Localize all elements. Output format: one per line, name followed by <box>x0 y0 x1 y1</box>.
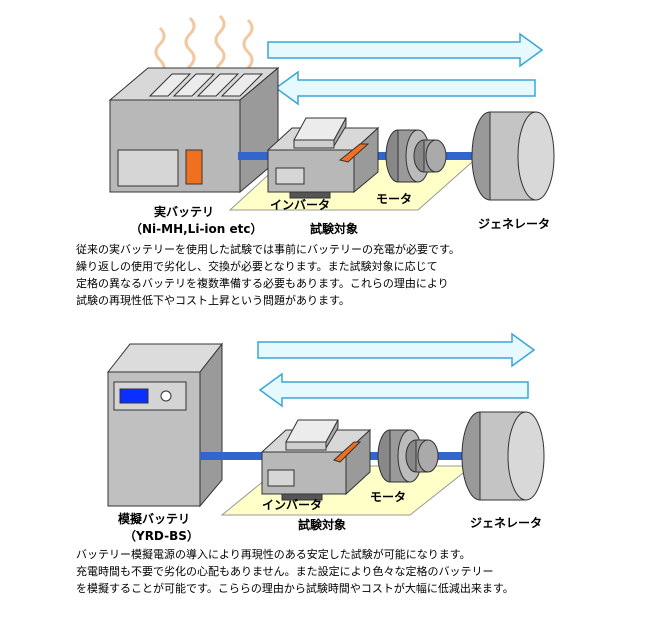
test-subject-label: 試験対象 <box>310 222 359 236</box>
description-line: バッテリー模擬電源の導入により再現性のある安定した試験が可能になります。 <box>76 548 471 561</box>
description-line: 従来の実バッテリーを使用した試験では事前にバッテリーの充電が必要です。 <box>76 243 460 256</box>
inverter <box>260 419 372 501</box>
inverter <box>266 117 380 199</box>
power-flow-arrow-right <box>267 32 544 68</box>
generator <box>461 411 545 501</box>
real-battery-illustration <box>108 14 555 211</box>
real-battery-label: 実バッテリ （Ni-MH,Li-ion etc） <box>130 205 263 236</box>
motor-label: モータ <box>376 192 413 206</box>
generator-label: ジェネレータ <box>470 516 543 530</box>
description-line: 繰り返しの使用で劣化し、交換が必要となります。また試験対象に応じて <box>76 260 438 273</box>
motor-label: モータ <box>370 490 407 504</box>
description-line: 充電時間も不要で劣化の心配もありません。また設定により色々な定格のバッテリー <box>76 565 494 578</box>
inverter-label: インバータ <box>270 198 331 212</box>
simulated-battery-diagram: 模擬バッテリ （YRD-BS） インバータ モータ 試験対象 ジェネレータ バッ… <box>0 320 649 625</box>
power-flow-arrow-right <box>257 332 536 368</box>
motor <box>385 129 447 183</box>
description-line: 定格の異なるバッテリを複数準備する必要もあります。これらの理由により <box>76 277 449 290</box>
motor <box>377 429 439 483</box>
real-battery <box>108 66 280 194</box>
simulated-battery-description: バッテリー模擬電源の導入により再現性のある安定した試験が可能になります。 充電時… <box>76 546 514 597</box>
battery-simulator-cabinet <box>106 342 224 508</box>
display-screen <box>119 388 149 404</box>
simulated-battery-illustration <box>106 332 545 516</box>
description-line: 試験の再現性低下やコスト上昇という問題があります。 <box>76 294 350 307</box>
simulated-battery-label: 模擬バッテリ （YRD-BS） <box>118 512 199 543</box>
power-flow-arrow-left <box>258 372 529 408</box>
description-line: を模擬することが可能です。こららの理由から試験時間やコストが大幅に低減出来ます。 <box>76 582 514 595</box>
real-battery-diagram: 実バッテリ （Ni-MH,Li-ion etc） インバータ モータ 試験対象 … <box>76 14 555 309</box>
control-knob-icon <box>160 390 172 402</box>
generator-label: ジェネレータ <box>478 217 551 231</box>
test-subject-label: 試験対象 <box>298 518 347 532</box>
power-flow-arrow-left <box>274 70 536 106</box>
inverter-label: インバータ <box>262 498 323 512</box>
real-battery-description: 従来の実バッテリーを使用した試験では事前にバッテリーの充電が必要です。 繰り返し… <box>76 241 460 309</box>
generator <box>471 111 555 201</box>
